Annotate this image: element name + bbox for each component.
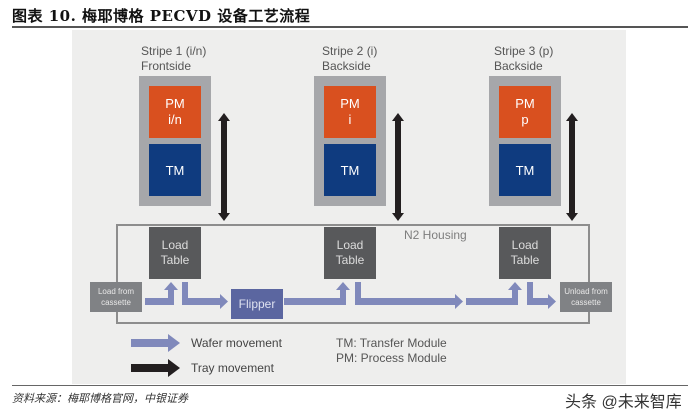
- load-from-cassette: Load from cassette: [90, 282, 142, 312]
- legend-wafer-label: Wafer movement: [191, 336, 282, 350]
- load-table-label: Table: [160, 253, 190, 267]
- load-table-label: Load: [511, 238, 539, 252]
- load-table-label: Load: [161, 238, 189, 252]
- load-table-3: Load Table: [499, 227, 551, 279]
- stripe-1-frame: PM i/n TM: [139, 76, 211, 206]
- abbr-tm: TM: Transfer Module: [336, 336, 447, 350]
- stripe-3-side: Backside: [494, 59, 543, 73]
- abbr-pm: PM: Process Module: [336, 351, 447, 365]
- stripe-3-process-module: PM p: [499, 86, 551, 138]
- load-table-2: Load Table: [324, 227, 376, 279]
- flipper-box: Flipper: [231, 289, 283, 319]
- stripe-3-transfer-module: TM: [499, 144, 551, 196]
- cassette-label: cassette: [571, 298, 601, 307]
- stripe-1-transfer-module: TM: [149, 144, 201, 196]
- stripe-1-process-module: PM i/n: [149, 86, 201, 138]
- cassette-label: Unload from: [564, 287, 608, 296]
- abbreviations: TM: Transfer Module PM: Process Module: [336, 336, 447, 366]
- n2-housing-label: N2 Housing: [404, 228, 467, 242]
- watermark: 头条 @未来智库: [565, 394, 682, 411]
- figure-title: 图表 10. 梅耶博格 PECVD 设备工艺流程: [12, 7, 311, 25]
- pm-label: PM: [340, 96, 360, 111]
- pm-type: i/n: [168, 112, 182, 127]
- cassette-label: cassette: [101, 298, 131, 307]
- top-rule: [12, 26, 688, 28]
- stripe-1-side: Frontside: [141, 59, 192, 73]
- stripe-2-title: Stripe 2 (i): [322, 44, 378, 58]
- cassette-label: Load from: [97, 287, 135, 296]
- pm-label: PM: [515, 96, 535, 111]
- stripe-1-label: Stripe 1 (i/n) Frontside: [141, 44, 206, 74]
- stripe-2-process-module: PM i: [324, 86, 376, 138]
- stripe-3-title: Stripe 3 (p): [494, 44, 554, 58]
- n2-housing-frame: [116, 224, 590, 324]
- stripe-1-title: Stripe 1 (i/n): [141, 44, 207, 58]
- stripe-2-transfer-module: TM: [324, 144, 376, 196]
- stripe-2-side: Backside: [322, 59, 371, 73]
- unload-from-cassette: Unload from cassette: [560, 282, 612, 312]
- pm-type: p: [521, 112, 529, 127]
- bottom-rule: [12, 385, 688, 386]
- stripe-3-frame: PM p TM: [489, 76, 561, 206]
- stripe-3-label: Stripe 3 (p) Backside: [494, 44, 553, 74]
- load-table-label: Load: [336, 238, 364, 252]
- stripe-2-frame: PM i TM: [314, 76, 386, 206]
- source-note: 资料来源：梅耶博格官网，中银证券: [12, 392, 188, 405]
- pm-type: i: [348, 112, 352, 127]
- stripe-2-label: Stripe 2 (i) Backside: [322, 44, 377, 74]
- pm-label: PM: [165, 96, 185, 111]
- load-table-label: Table: [510, 253, 540, 267]
- load-table-label: Table: [335, 253, 365, 267]
- legend-tray-label: Tray movement: [191, 361, 274, 375]
- load-table-1: Load Table: [149, 227, 201, 279]
